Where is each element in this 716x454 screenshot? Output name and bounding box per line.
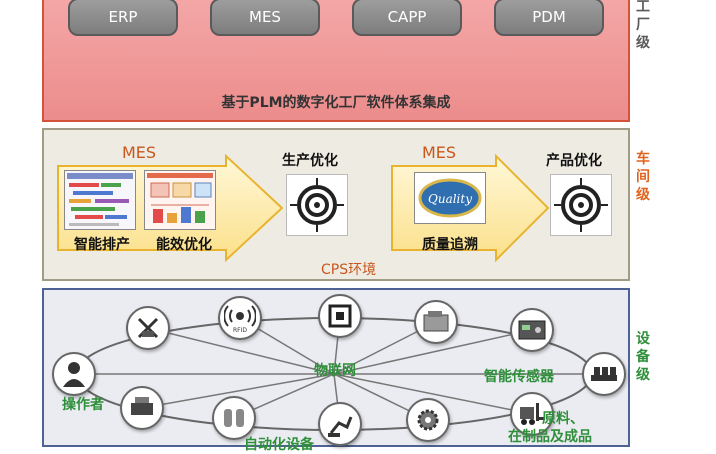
right-mes-label: MES <box>422 143 457 162</box>
pdm-box: PDM <box>494 0 604 36</box>
rfid-node-icon: RFID <box>218 296 262 340</box>
robot-arm-node-icon <box>318 402 362 446</box>
erp-box: ERP <box>68 0 178 36</box>
mes-box: MES <box>210 0 320 36</box>
automation-equipment-label: 自动化设备 <box>244 437 314 453</box>
energy-thumbnail <box>144 170 216 230</box>
operator-node-icon <box>52 352 96 396</box>
production-optimization-label: 生产优化 <box>282 153 338 169</box>
materials-label-line1: 原料、 <box>542 411 584 427</box>
quality-trace-label: 质量追溯 <box>422 237 478 253</box>
left-mes-label: MES <box>122 143 157 162</box>
device-level-label: 设备级 <box>636 331 650 383</box>
capp-box: CAPP <box>352 0 462 36</box>
product-target-icon <box>550 174 612 236</box>
rfid-text: RFID <box>233 327 247 334</box>
machine-node-icon <box>414 300 458 344</box>
factory-caption: 基于PLM的数字化工厂软件体系集成 <box>221 95 451 111</box>
cps-environment-label: CPS环境 <box>321 262 377 278</box>
workshop-level-label: 车间级 <box>636 151 650 203</box>
chip-node-icon <box>318 294 362 338</box>
factory-panel: ERP MES CAPP PDM 基于PLM的数字化工厂软件体系集成 <box>42 0 630 122</box>
quality-badge-icon: Quality <box>414 172 486 224</box>
energy-optimization-label: 能效优化 <box>156 237 212 253</box>
factory-level-label: 工厂级 <box>636 0 650 51</box>
operator-label: 操作者 <box>62 397 104 413</box>
smart-scheduling-label: 智能排产 <box>74 237 130 253</box>
workshop-panel: MES 智能排产 能效优化 生产优化 <box>42 128 630 281</box>
materials-label-line2: 在制品及成品 <box>508 429 592 445</box>
tools-node-icon <box>126 306 170 350</box>
production-target-icon <box>286 174 348 236</box>
automation-node-icon <box>212 396 256 440</box>
printer-node-icon <box>120 386 164 430</box>
iot-label: 物联网 <box>314 363 356 379</box>
quality-badge-text: Quality <box>428 192 472 206</box>
gear-node-icon <box>406 398 450 442</box>
smart-sensor-label: 智能传感器 <box>484 369 554 385</box>
forklift-node-icon <box>510 392 554 436</box>
device-panel: RFID 物联网 操作者 智能传感器 自动化设备 原料、 在制品及成品 <box>42 288 630 453</box>
scheduling-thumbnail <box>64 170 136 230</box>
conveyor-node-icon <box>582 352 626 396</box>
product-optimization-label: 产品优化 <box>546 153 602 169</box>
controller-node-icon <box>510 308 554 352</box>
